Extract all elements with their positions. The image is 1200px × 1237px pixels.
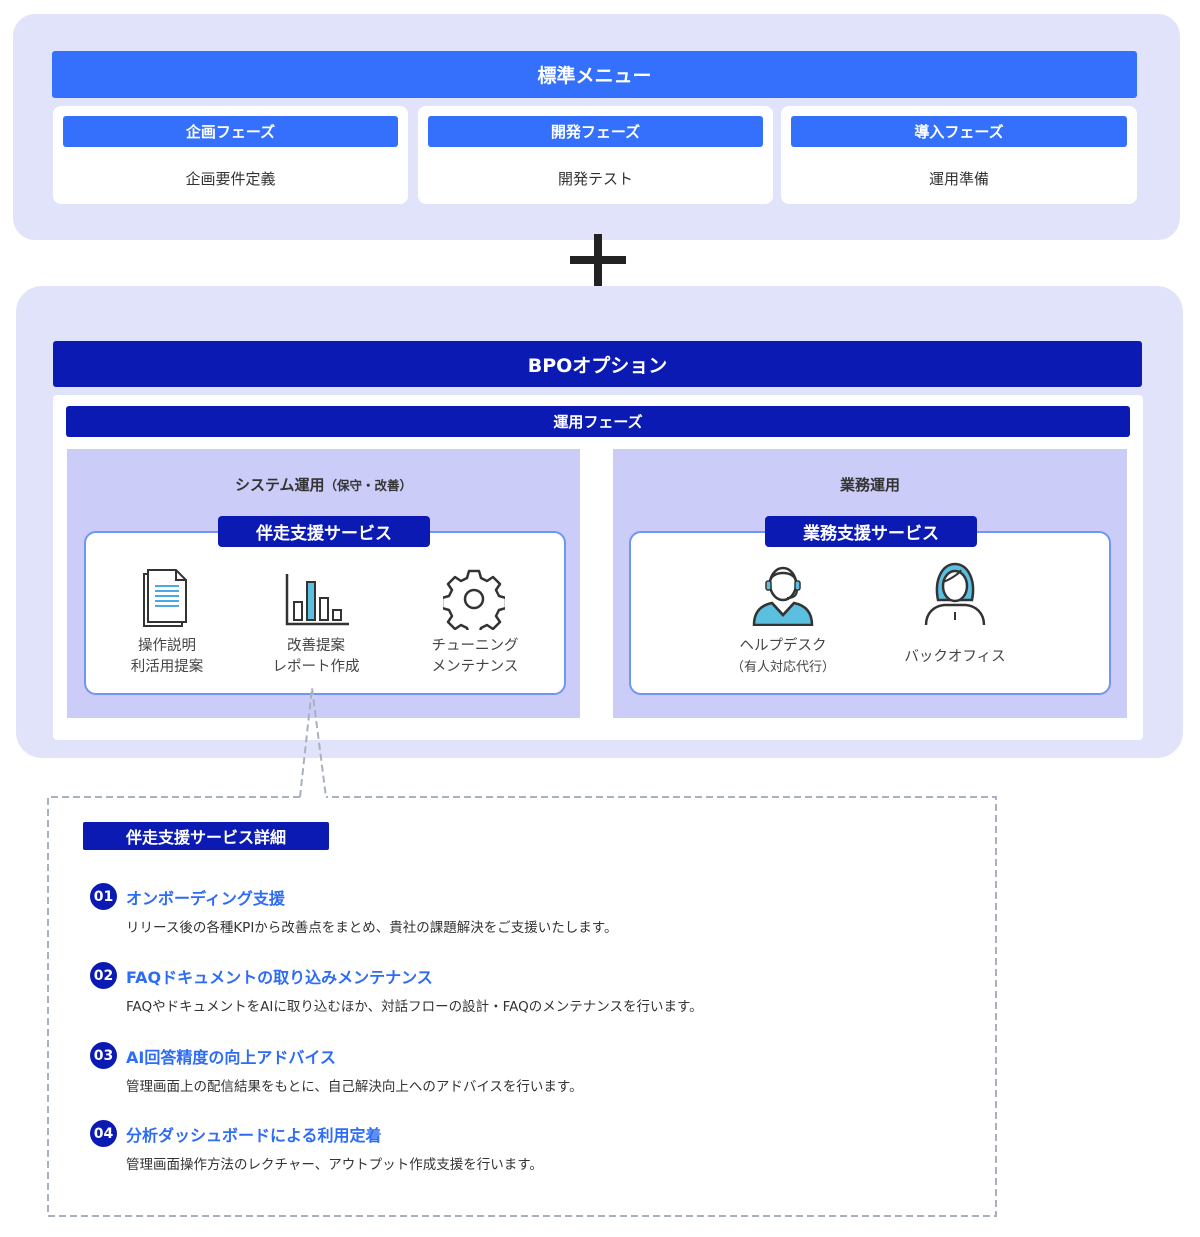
number-badge: 01 [90,883,117,910]
detail-desc: 管理画面操作方法のレクチャー、アウトプット作成支援を行います。 [126,1157,543,1173]
phase-content: 企画要件定義 [185,170,276,188]
item-label-line2: メンテナンス [431,659,519,675]
phase-label: 開発フェーズ [428,116,763,147]
phase-content: 運用準備 [928,170,989,188]
item-label-line1: 改善提案 [287,638,345,654]
standard-menu-header: 標準メニュー [52,51,1137,98]
item-label-line1: 操作説明 [138,638,196,654]
number-badge: 04 [90,1120,117,1147]
item-improvement-report: 改善提案レポート作成 [236,636,396,678]
item-operation-guide: 操作説明利活用提案 [87,636,247,678]
item-back-office: バックオフィス [875,647,1035,668]
office-worker-icon [924,562,986,626]
item-tuning-maintenance: チューニングメンテナンス [395,636,555,678]
business-service-label: 業務支援サービス [765,516,977,547]
item-helpdesk: ヘルプデスク （有人対応代行） [703,636,863,678]
system-operation-title: システム運用（保守・改善） [67,474,580,495]
document-icon [143,569,187,627]
detail-desc: FAQやドキュメントをAIに取り込むほか、対話フローの設計・FAQのメンテナンス… [126,999,703,1015]
bpo-option-header: BPOオプション [53,341,1142,387]
detail-desc: 管理画面上の配信結果をもとに、自己解決向上へのアドバイスを行います。 [126,1079,583,1095]
item-label-line2: （有人対応代行） [730,660,835,675]
detail-desc: リリース後の各種KPIから改善点をまとめ、貴社の課題解決をご支援いたします。 [126,920,618,936]
gear-icon [443,569,505,630]
detail-title: FAQドキュメントの取り込みメンテナンス [126,968,433,987]
item-label-line1: チューニング [431,638,519,654]
plus-icon [570,234,626,286]
phase-card-planning: 企画フェーズ 企画要件定義 [53,106,408,204]
number-badge: 02 [90,962,117,989]
support-service-label: 伴走支援サービス [218,516,430,547]
item-label-line1: ヘルプデスク [739,638,827,654]
phase-label: 企画フェーズ [63,116,398,147]
phase-content: 開発テスト [557,170,633,188]
detail-title: AI回答精度の向上アドバイス [126,1048,336,1067]
bar-chart-icon [285,574,349,626]
details-title: 伴走支援サービス詳細 [83,822,329,850]
title-note: （保守・改善） [324,478,413,493]
phase-card-introduction: 導入フェーズ 運用準備 [781,106,1137,204]
phase-card-development: 開発フェーズ 開発テスト [418,106,773,204]
number-badge: 03 [90,1042,117,1069]
detail-title: 分析ダッシュボードによる利用定着 [126,1126,382,1145]
item-label-line2: レポート作成 [272,659,360,675]
business-service-box [629,531,1111,695]
phase-label: 導入フェーズ [791,116,1127,147]
business-operation-title: 業務運用 [839,476,900,494]
detail-title: オンボーディング支援 [126,889,285,908]
operation-phase-label: 運用フェーズ [66,406,1130,437]
title-main: システム運用 [234,476,325,494]
item-label-line1: バックオフィス [904,649,1006,665]
item-label-line2: 利活用提案 [130,659,204,675]
headset-operator-icon [752,566,814,626]
